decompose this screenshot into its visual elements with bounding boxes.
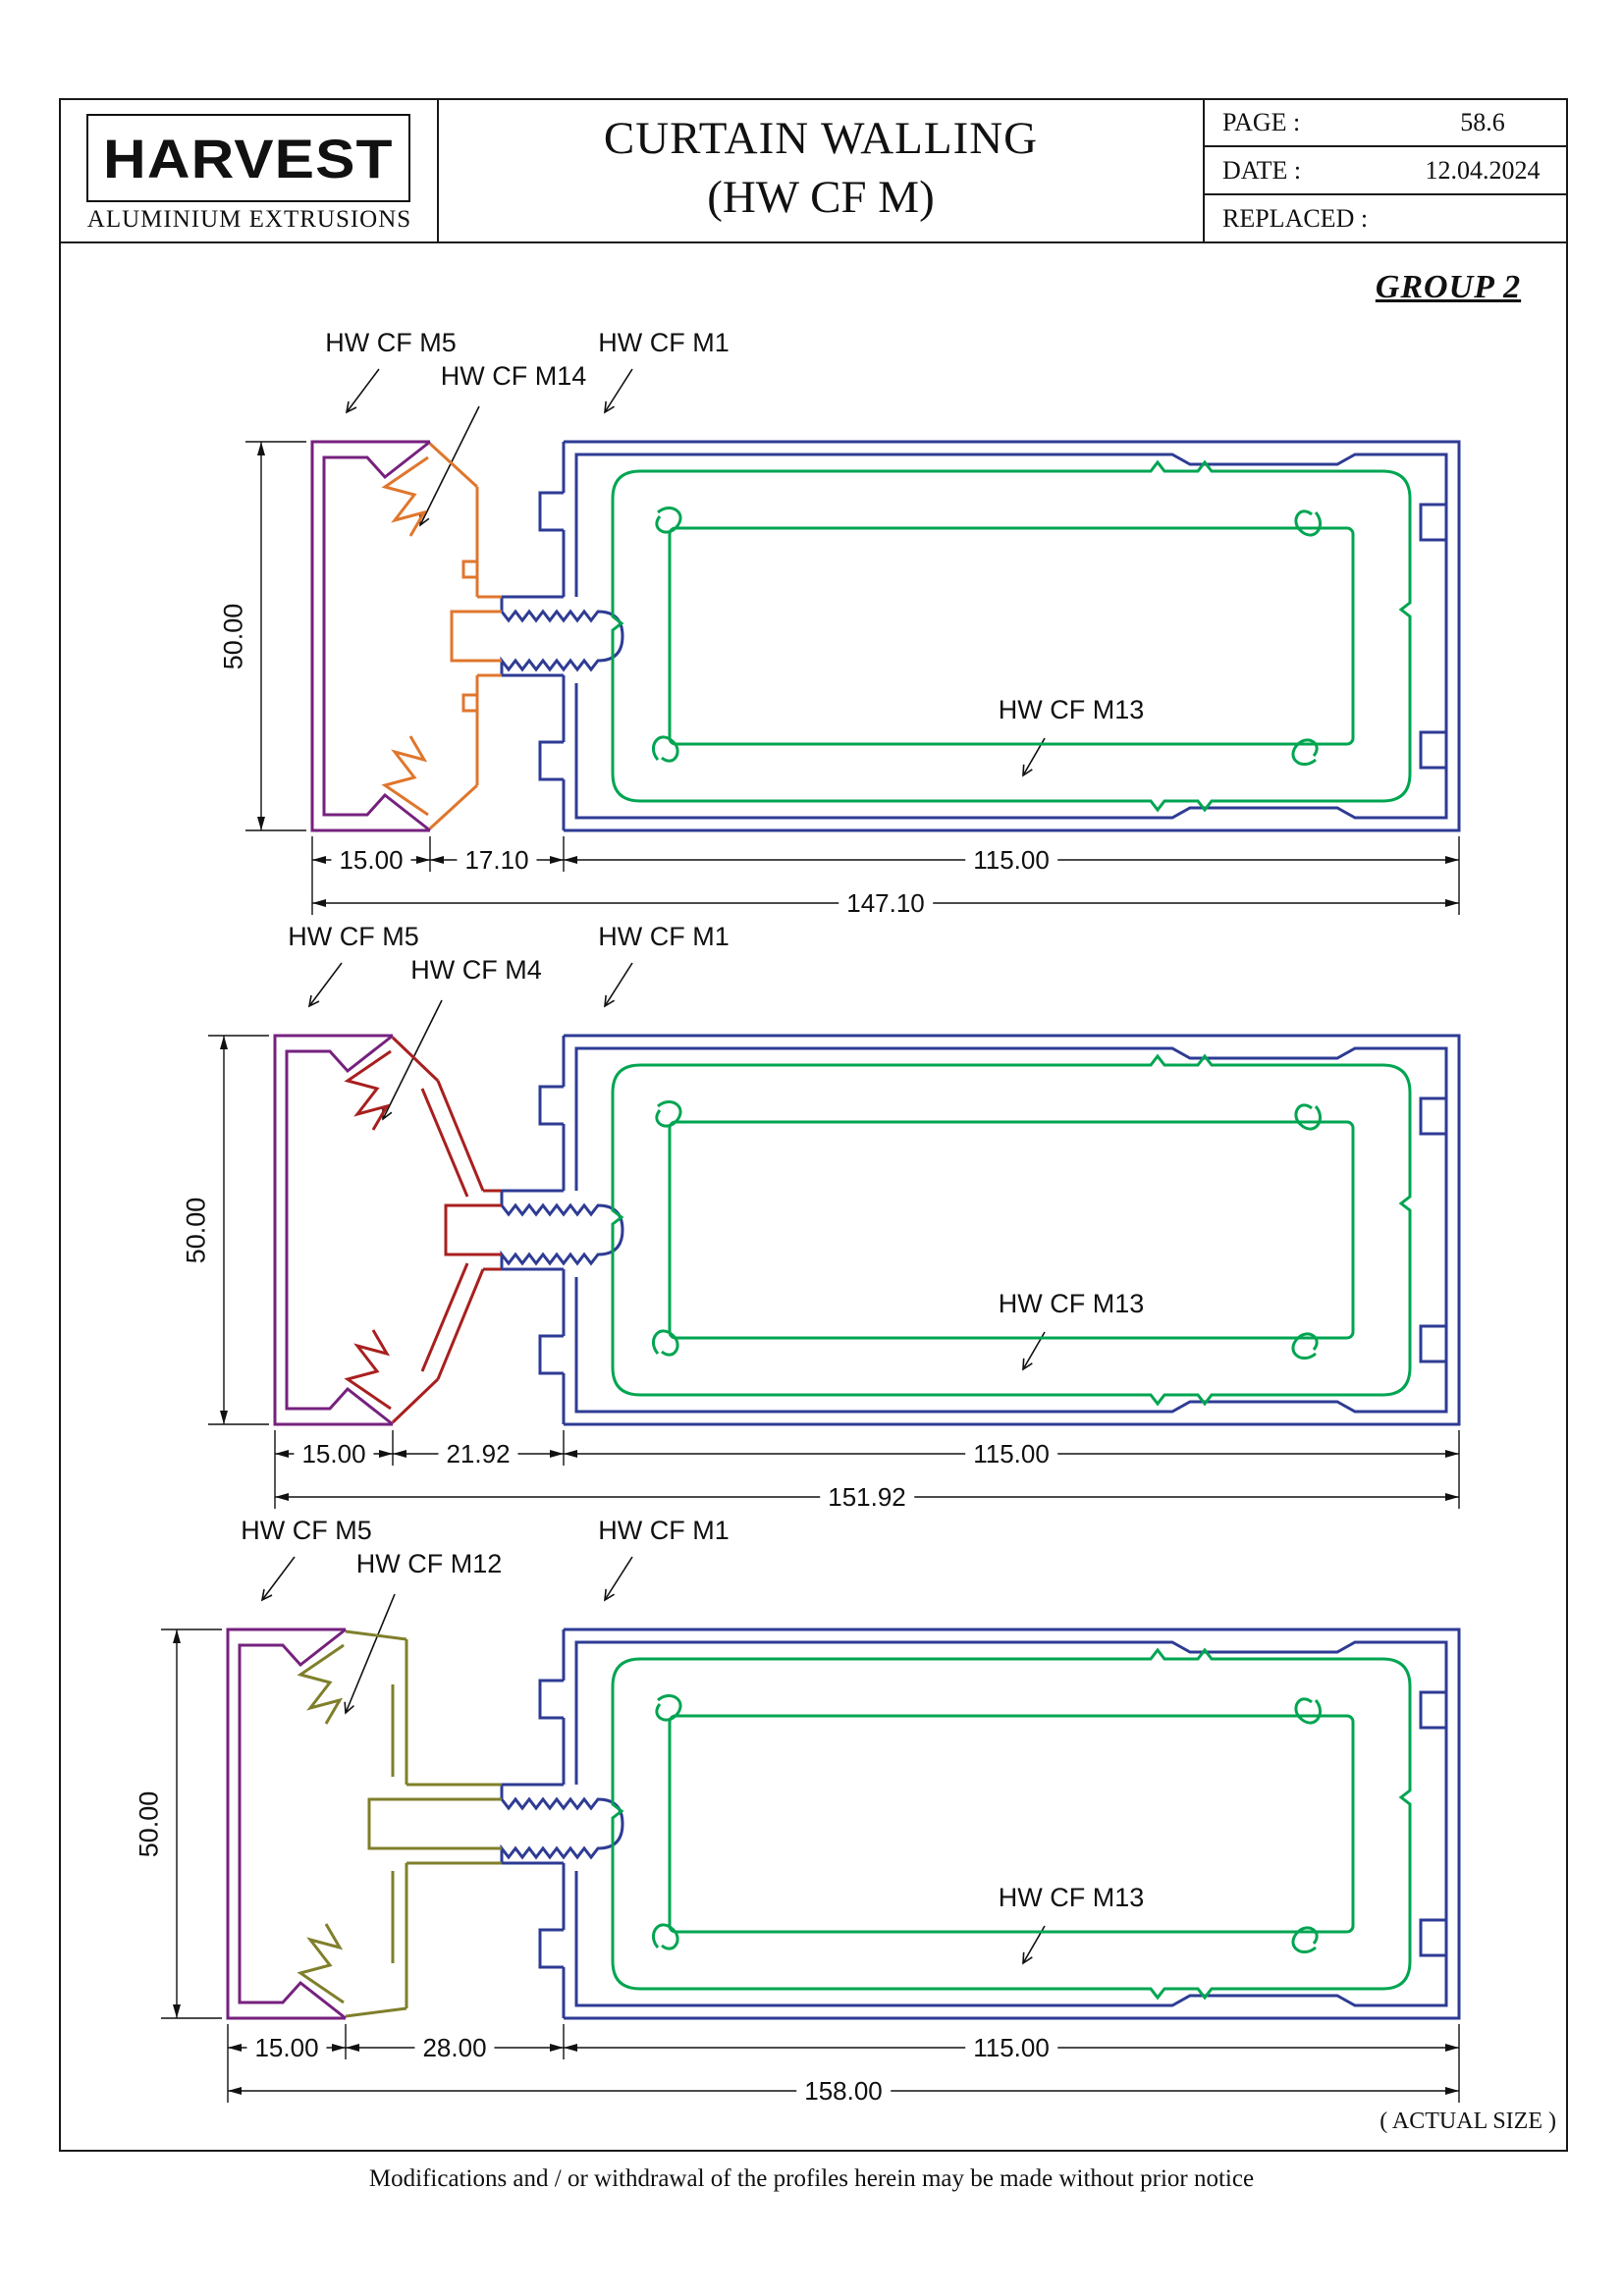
- info-divider-2: [1205, 193, 1568, 195]
- info-row-page: PAGE : 58.6: [1205, 98, 1566, 146]
- diagram-m12-assembly: HW CF M5 HW CF M12 HW CF M1 HW CF M13 50…: [55, 1502, 1567, 2107]
- dim-height: 50.00: [181, 1171, 212, 1290]
- label-m12: HW CF M12: [355, 1549, 503, 1578]
- dim-seg2: 28.00: [414, 2033, 495, 2063]
- header-divider-v1: [437, 98, 439, 243]
- dim-height: 50.00: [218, 577, 249, 696]
- dimension-lines: [161, 1629, 1460, 2103]
- dim-total: 158.00: [796, 2076, 891, 2107]
- header-divider-v2: [1203, 98, 1205, 243]
- actual-size-note: ( ACTUAL SIZE ): [1380, 2109, 1556, 2134]
- page-title: CURTAIN WALLING (HW CF M): [439, 98, 1203, 241]
- brand-wordmark: HARVEST: [103, 127, 394, 189]
- label-m4: HW CF M4: [410, 955, 542, 985]
- dim-total: 151.92: [820, 1482, 914, 1513]
- label-m14: HW CF M14: [440, 361, 587, 391]
- dim-height: 50.00: [134, 1765, 165, 1884]
- title-line-1: CURTAIN WALLING: [603, 113, 1039, 164]
- page-frame: [59, 98, 1568, 2152]
- label-m5: HW CF M5: [288, 922, 419, 951]
- page-value: 58.6: [1460, 107, 1505, 136]
- dim-seg3: 115.00: [965, 845, 1057, 876]
- dim-seg2: 21.92: [438, 1439, 518, 1469]
- title-line-2: (HW CF M): [707, 172, 935, 223]
- section-drawing-m12: [161, 1556, 1461, 2103]
- date-label: DATE :: [1222, 155, 1302, 185]
- profile-m14: [383, 442, 502, 830]
- logo: HARVEST: [86, 114, 410, 202]
- footer-note: Modifications and / or withdrawal of the…: [368, 2165, 1255, 2192]
- info-row-replaced: REPLACED :: [1205, 194, 1566, 242]
- info-divider-1: [1205, 145, 1568, 147]
- label-m5: HW CF M5: [325, 328, 457, 357]
- label-m13: HW CF M13: [998, 695, 1145, 724]
- replaced-label: REPLACED :: [1222, 203, 1369, 233]
- page-label: PAGE :: [1222, 107, 1301, 136]
- profile-m12: [298, 1629, 502, 2018]
- logo-subtitle: ALUMINIUM EXTRUSIONS: [86, 206, 412, 233]
- diagram-m4-assembly: HW CF M5 HW CF M4 HW CF M1 HW CF M13 50.…: [55, 908, 1567, 1513]
- header-divider: [59, 241, 1568, 243]
- dim-seg2: 17.10: [457, 845, 537, 876]
- label-m1: HW CF M1: [598, 1516, 730, 1545]
- label-m1: HW CF M1: [598, 922, 730, 951]
- leader-arrows: [345, 368, 1046, 777]
- dim-seg3: 115.00: [965, 1439, 1057, 1469]
- section-drawing-m4: [208, 962, 1461, 1509]
- dim-seg1: 15.00: [331, 845, 411, 876]
- label-m1: HW CF M1: [598, 328, 730, 357]
- dim-total: 147.10: [839, 888, 933, 919]
- dim-seg1: 15.00: [294, 1439, 374, 1469]
- date-value: 12.04.2024: [1425, 155, 1541, 185]
- leader-arrows: [307, 962, 1046, 1371]
- info-row-date: DATE : 12.04.2024: [1205, 146, 1566, 194]
- dim-seg1: 15.00: [246, 2033, 327, 2063]
- leader-arrows: [260, 1556, 1046, 1965]
- dim-seg3: 115.00: [965, 2033, 1057, 2063]
- diagram-m14-assembly: HW CF M5 HW CF M14 HW CF M1 HW CF M13 50…: [55, 314, 1567, 919]
- section-drawing-m14: [245, 368, 1461, 915]
- dimension-lines: [208, 1035, 1460, 1509]
- profile-m4: [346, 1036, 502, 1424]
- label-m5: HW CF M5: [241, 1516, 372, 1545]
- label-m13: HW CF M13: [998, 1883, 1145, 1912]
- dimension-lines: [245, 441, 1460, 915]
- group-label: GROUP 2: [1375, 269, 1522, 305]
- label-m13: HW CF M13: [998, 1289, 1145, 1318]
